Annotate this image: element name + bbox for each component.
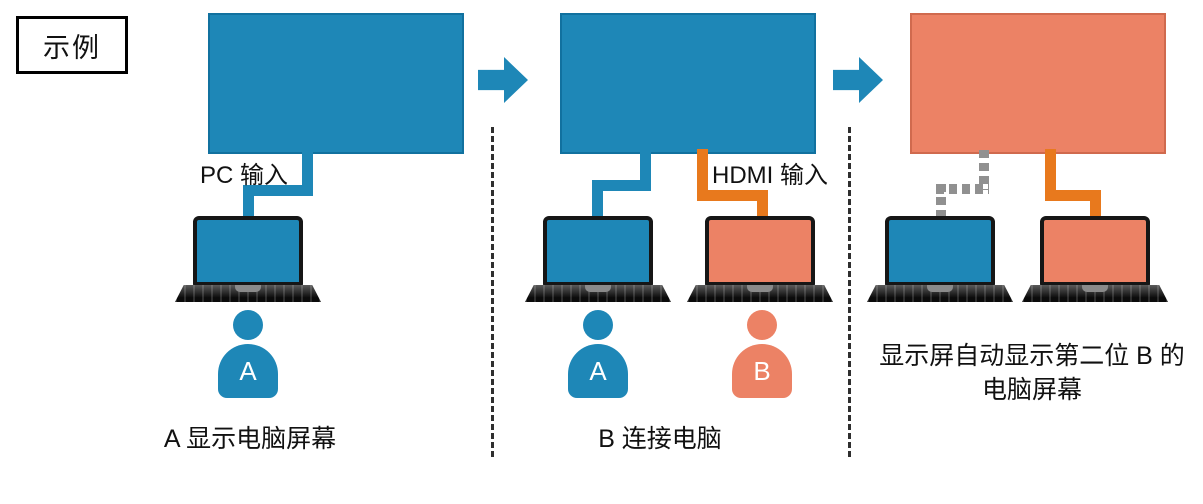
cable-pc-vertical-2 — [243, 185, 254, 218]
person-body-icon: A — [568, 344, 628, 398]
laptop-keyboard-icon — [687, 285, 833, 302]
cable-pc-vertical-1 — [302, 149, 313, 194]
panel1-caption: A 显示电脑屏幕 — [163, 425, 337, 453]
display-panel3 — [910, 13, 1166, 154]
laptop-screen-icon — [543, 216, 653, 286]
arrow-right-icon-1 — [478, 57, 528, 103]
laptop-a-panel3 — [867, 216, 1013, 304]
cable-b-horizontal — [1045, 190, 1101, 201]
person-b-icon: B — [732, 310, 792, 400]
cable-inactive-vertical-1 — [979, 150, 989, 190]
cable-inactive-vertical-2 — [936, 184, 946, 216]
person-head-icon — [747, 310, 777, 340]
person-b-label: B — [753, 355, 771, 386]
person-body-icon: A — [218, 344, 278, 398]
cable-b-vertical-2 — [1090, 190, 1101, 218]
legend-box: 示例 — [16, 16, 128, 74]
person-body-icon: B — [732, 344, 792, 398]
laptop-a-panel1 — [175, 216, 321, 304]
laptop-keyboard-icon — [1022, 285, 1168, 302]
cable-inactive-horizontal — [936, 184, 989, 194]
arrow-right-icon-2 — [833, 57, 883, 103]
display-panel2 — [560, 13, 816, 154]
cable-hdmi-vertical-1 — [697, 149, 708, 199]
cable-a-vertical-1 — [640, 149, 651, 189]
cable-a-horizontal — [592, 180, 651, 191]
laptop-screen-icon — [705, 216, 815, 286]
person-a-label: A — [239, 355, 257, 386]
person-a-icon: A — [568, 310, 628, 400]
laptop-a-panel2 — [525, 216, 671, 304]
person-a-icon: A — [218, 310, 278, 400]
person-head-icon — [583, 310, 613, 340]
laptop-screen-icon — [1040, 216, 1150, 286]
panel3-caption-line2: 电脑屏幕 — [981, 375, 1082, 404]
person-head-icon — [233, 310, 263, 340]
laptop-keyboard-icon — [175, 285, 321, 302]
section-divider-1 — [491, 127, 494, 457]
cable-a-vertical-2 — [592, 180, 603, 218]
laptop-keyboard-icon — [867, 285, 1013, 302]
panel3-caption: 显示屏自动显示第二位 B 的 电脑屏幕 — [872, 340, 1192, 408]
cable-hdmi-horizontal — [697, 190, 768, 201]
laptop-b-panel2 — [687, 216, 833, 304]
legend-label: 示例 — [43, 32, 101, 63]
laptop-screen-icon — [885, 216, 995, 286]
cable-pc-horizontal — [243, 185, 313, 196]
laptop-b-panel3 — [1022, 216, 1168, 304]
laptop-screen-icon — [193, 216, 303, 286]
cable-hdmi-vertical-2 — [757, 190, 768, 218]
panel3-caption-line1: 显示屏自动显示第二位 B 的 — [879, 342, 1185, 370]
hdmi-input-label: HDMI 输入 — [712, 162, 828, 189]
person-a-label: A — [589, 355, 607, 386]
pc-input-label: PC 输入 — [200, 162, 289, 189]
cable-b-vertical-1 — [1045, 149, 1056, 199]
display-panel1 — [208, 13, 464, 154]
laptop-keyboard-icon — [525, 285, 671, 302]
panel2-caption: B 连接电脑 — [598, 425, 722, 453]
section-divider-2 — [848, 127, 851, 457]
